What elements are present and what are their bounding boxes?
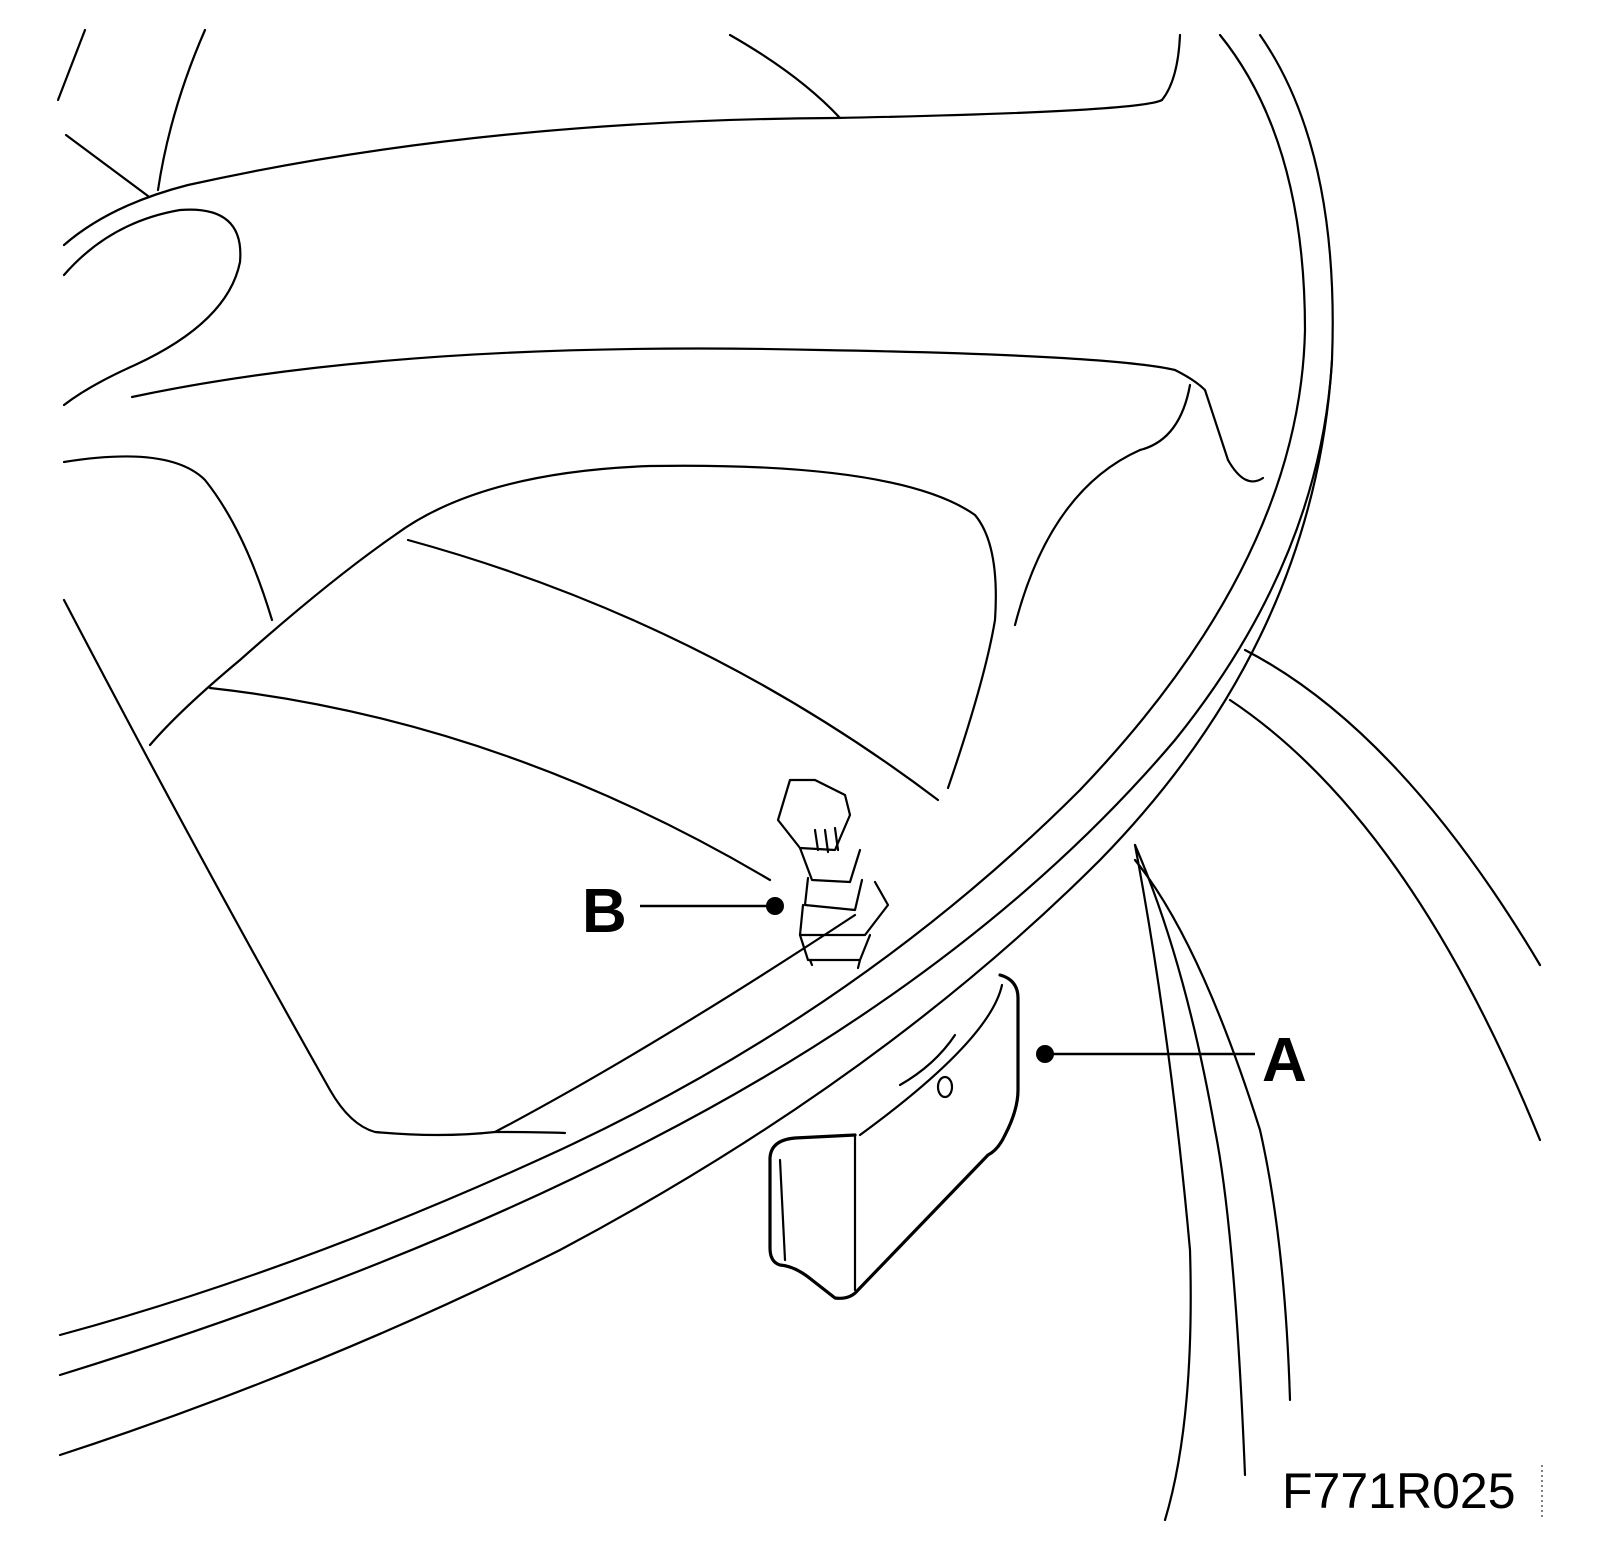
callout-b-label: B [582, 877, 627, 946]
wheel-spokes [56, 28, 1542, 1522]
callout-b: B [582, 877, 784, 946]
sensor-module [768, 973, 1020, 1300]
callout-a: A [1036, 1026, 1307, 1095]
rim [58, 33, 1334, 1457]
figure-id-group: F771R025 [1282, 1463, 1543, 1520]
valve-stem [776, 778, 890, 970]
figure-id: F771R025 [1282, 1463, 1516, 1519]
callout-a-label: A [1262, 1026, 1307, 1095]
